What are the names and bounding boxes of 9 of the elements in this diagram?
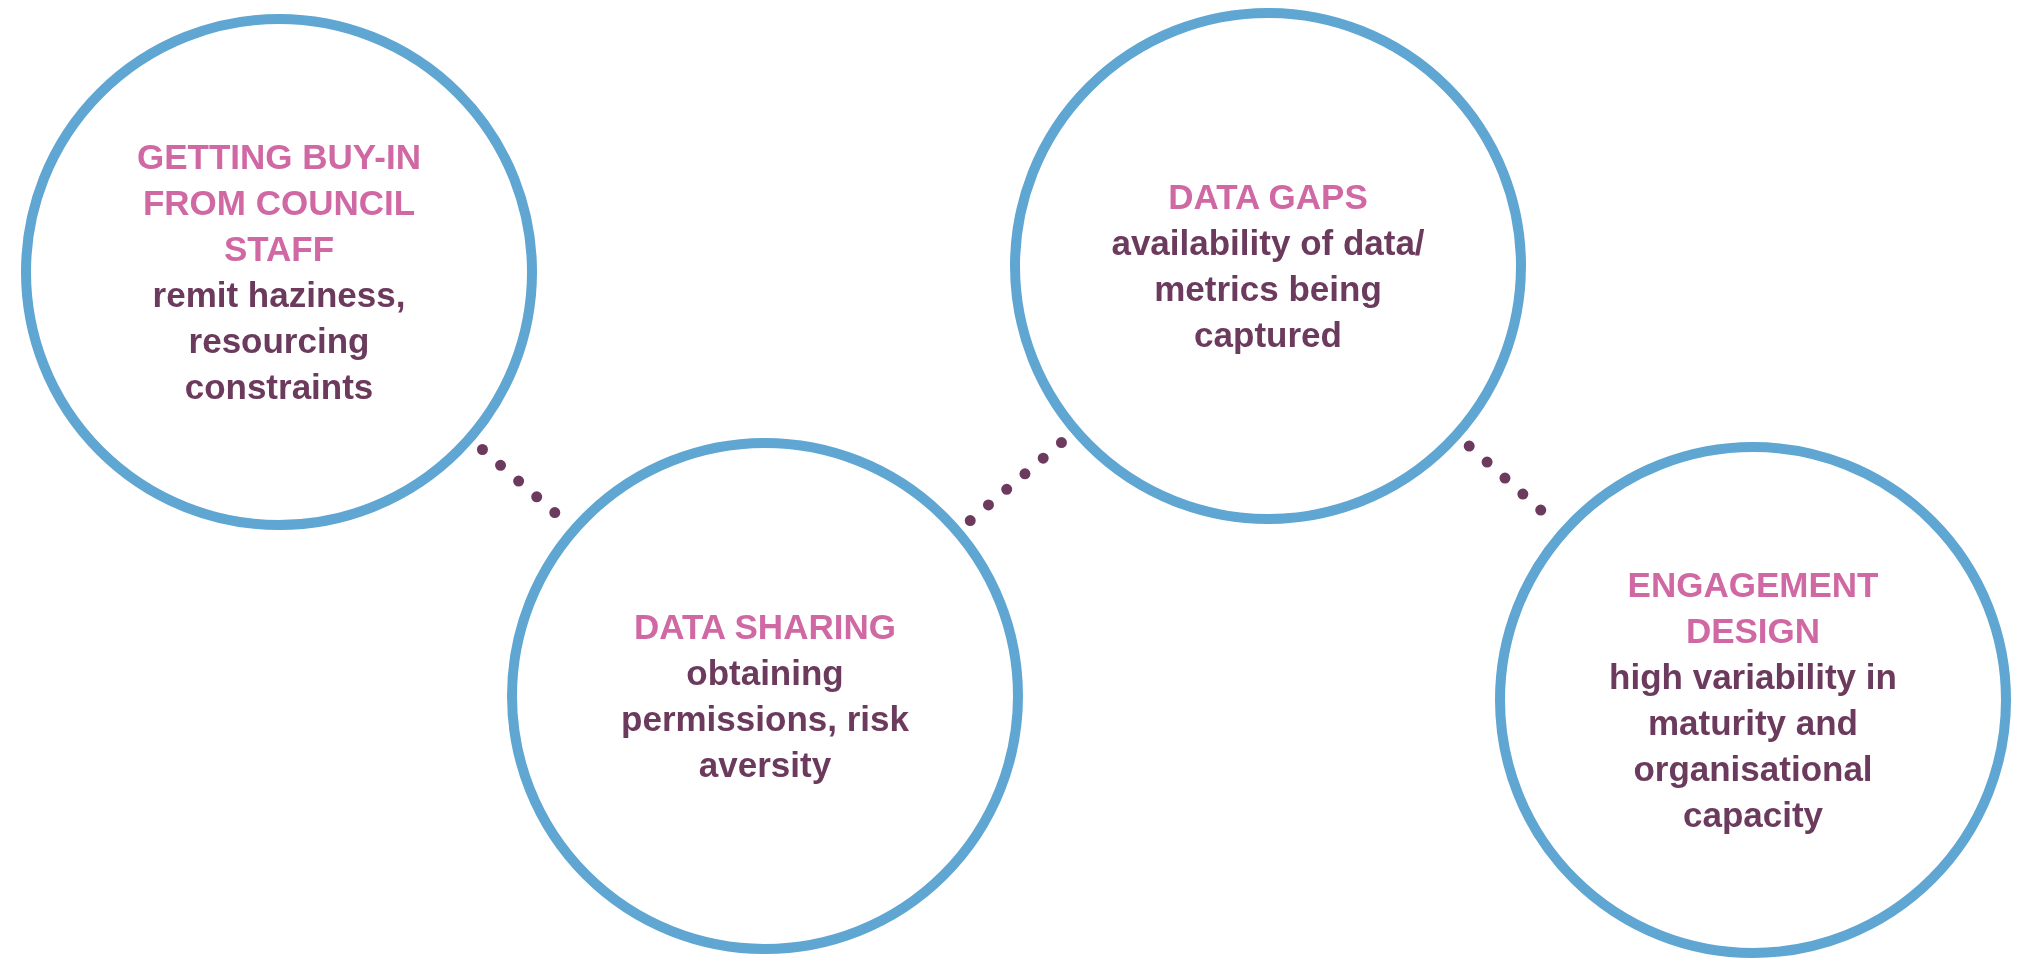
topic-heading: DATA SHARING [633,606,897,648]
topic-heading: GETTING BUY-IN FROM COUNCIL STAFF [136,136,422,270]
topic-description: high variability in maturity and organisational capacity [1608,656,1898,836]
topic-description: remit haziness, resourcing constraints [151,274,407,408]
dotted-connector [964,435,1069,527]
topic-description: obtaining permissions, risk aversity [620,652,910,786]
topic-heading: DATA GAPS [1167,176,1369,218]
topic-description: availability of data/ metrics being captured [1110,222,1426,356]
topic-heading: ENGAGEMENT DESIGN [1626,564,1880,652]
